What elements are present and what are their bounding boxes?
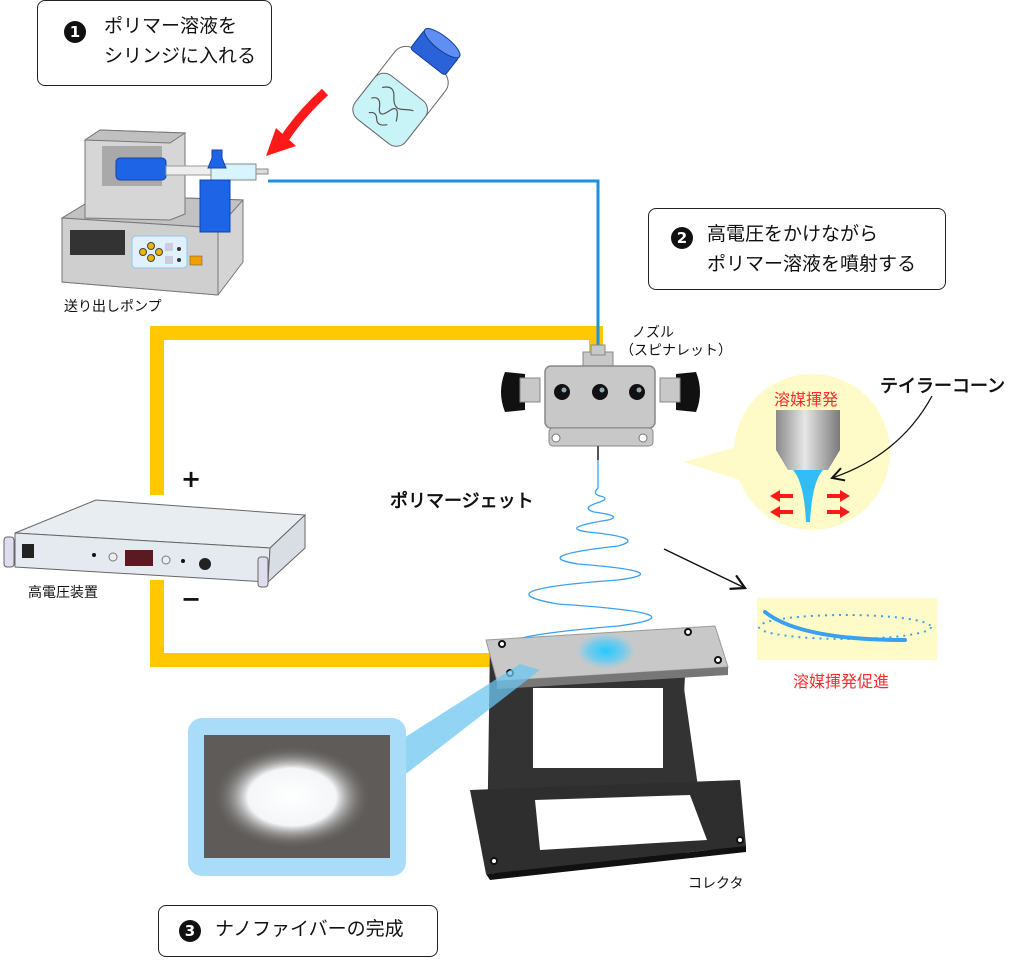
solution-tube — [268, 179, 600, 358]
taylor-cone-callout — [684, 374, 890, 530]
minus-terminal: − — [181, 585, 202, 613]
collector-label: コレクタ — [688, 876, 744, 892]
power-supply-label: 高電圧装置 — [28, 585, 98, 601]
step-2-line-2: ポリマー溶液を噴射する — [707, 253, 917, 275]
step-2-line-1: 高電圧をかけながら — [707, 223, 879, 245]
nozzle-label-line-1: ノズル — [632, 325, 674, 341]
nozzle-spinneret — [501, 344, 700, 460]
taylor-cone-pointer — [830, 395, 933, 482]
syringe-pump — [60, 129, 269, 296]
step-3-box: 3 ナノファイバーの完成 — [158, 905, 438, 957]
step-2-box: 2 高電圧をかけながら ポリマー溶液を噴射する — [648, 208, 946, 290]
nozzle-label-line-2: （スピナレット） — [620, 343, 732, 359]
solvent-evaporation-inset — [757, 598, 937, 660]
solvent-evaporation-label: 溶媒揮発 — [774, 390, 839, 409]
polymer-jet-label: ポリマージェット — [390, 491, 534, 512]
step-2-number: 2 — [671, 227, 693, 249]
pour-arrow — [266, 88, 329, 156]
step-1-line-1: ポリマー溶液を — [104, 15, 238, 37]
high-voltage-wire — [150, 326, 603, 667]
evaporation-pointer — [663, 548, 748, 591]
step-1-number: 1 — [64, 21, 86, 43]
high-voltage-supply — [3, 499, 307, 588]
solvent-evaporation-accel-label: 溶媒揮発促進 — [793, 672, 890, 691]
magnify-beam — [385, 664, 540, 790]
step-3-line-1: ナノファイバーの完成 — [215, 918, 404, 940]
polymer-solution-bottle — [352, 28, 461, 147]
plus-terminal: + — [181, 465, 202, 493]
collector — [470, 625, 746, 880]
step-3-number: 3 — [179, 920, 201, 942]
pump-label: 送り出しポンプ — [64, 299, 162, 315]
step-1-box: 1 ポリマー溶液を シリンジに入れる — [37, 0, 272, 86]
taylor-cone-label: テイラーコーン — [880, 376, 1006, 397]
step-1-line-2: シリンジに入れる — [104, 45, 257, 67]
nanofiber-photo — [188, 718, 406, 876]
